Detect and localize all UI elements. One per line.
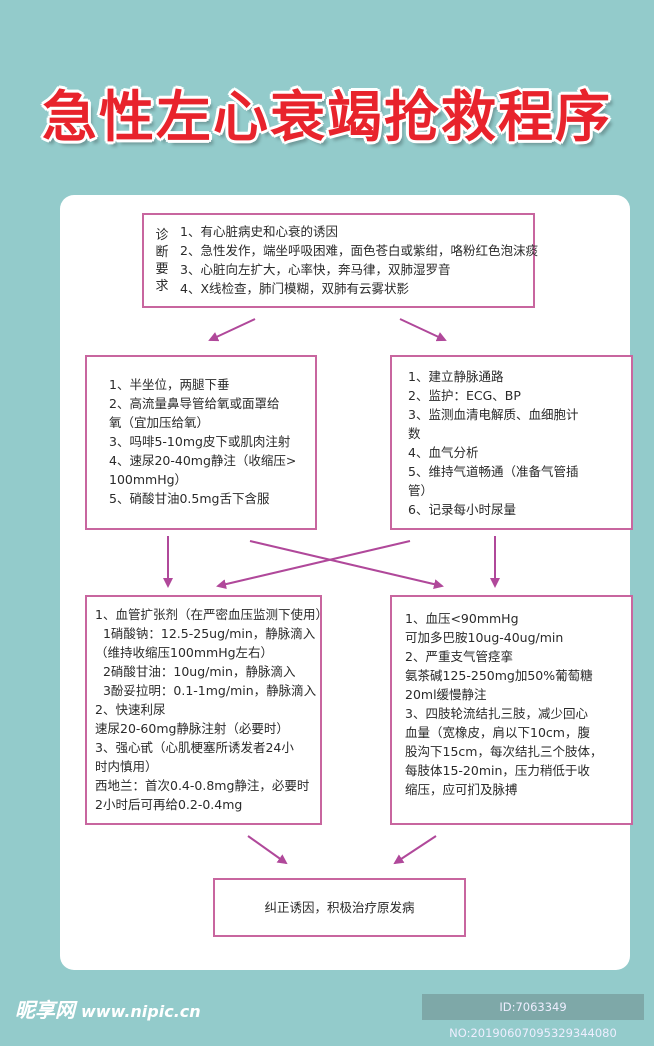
image-id: ID:7063349 NO:20190607095329344080 <box>422 994 644 1040</box>
text-line: 1、血压<90mmHg <box>405 611 519 626</box>
text-line: 每肢体15-20min，压力稍低于收 <box>405 763 590 778</box>
text-line: 3、心脏向左扩大，心率快，奔马律，双肺湿罗音 <box>180 262 451 277</box>
text-line: 3、强心甙（心肌梗塞所诱发者24小 <box>95 740 294 755</box>
final-box: 纠正诱因，积极治疗原发病 <box>213 878 466 937</box>
text-line: 3、四肢轮流结扎三肢，减少回心 <box>405 706 588 721</box>
text-line: （维持收缩压100mmHg左右） <box>95 645 274 660</box>
diagnosis-label-char: 求 <box>155 279 169 294</box>
diagnosis-label: 诊断要求 <box>154 227 170 295</box>
text-line: 氨茶碱125-250mg加50%葡萄糖 <box>405 668 593 683</box>
text-line: 6、记录每小时尿量 <box>408 502 516 517</box>
diagnosis-label-char: 诊 <box>155 228 169 243</box>
step1-left-box: 1、半坐位，两腿下垂 2、高流量鼻导管给氧或面罩给氧（宜加压给氧） 3、吗啡5-10… <box>85 355 317 530</box>
text-line: 1、血管扩张剂（在严密血压监测下使用） <box>95 607 328 622</box>
watermark-logo-text: 昵享网 <box>15 998 75 1022</box>
flow-arrows <box>163 318 500 865</box>
text-line: 2、急性发作，端坐呼吸困难，面色苍白或紫绀，咯粉红色泡沫痰 <box>180 243 538 258</box>
text-line: 股沟下15cm，每次结扎三个肢体， <box>405 744 603 759</box>
page-title: 急性左心衰竭抢救程序 <box>41 85 612 149</box>
text-line: 2硝酸甘油：10ug/min，静脉滴入 <box>95 664 296 679</box>
watermark-logo: 昵享网 www.nipic.cn <box>15 994 201 1023</box>
arrow-cross-right-to-left <box>216 540 411 590</box>
diagnosis-box: 诊断要求 1、有心脏病史和心衰的诱因 2、急性发作，端坐呼吸困难，面色苍白或紫绀，… <box>142 213 538 308</box>
diagnosis-label-char: 断 <box>155 245 169 260</box>
final-text: 纠正诱因，积极治疗原发病 <box>264 900 415 915</box>
text-line: 5、维持气道畅通（准备气管插 <box>408 464 579 479</box>
text-line: 缩压，应可扪及脉搏 <box>405 782 518 797</box>
text-line: 3、吗啡5-10mg皮下或肌肉注射 <box>109 434 291 449</box>
text-line: 20ml缓慢静注 <box>405 687 487 702</box>
text-line: 3、监测血清电解质、血细胞计 <box>408 407 579 422</box>
text-line: 1硝酸钠：12.5-25ug/min，静脉滴入 <box>95 626 316 641</box>
text-line: 4、血气分析 <box>408 445 479 460</box>
text-line: 血量（宽橡皮，肩以下10cm，腹 <box>405 725 590 740</box>
text-line: 1、建立静脉通路 <box>408 369 504 384</box>
arrow-diag-to-left <box>208 318 256 342</box>
text-line: 数 <box>408 426 421 441</box>
text-line: 管） <box>408 483 434 498</box>
text-line: 速尿20-60mg静脉注射（必要时） <box>95 721 289 736</box>
text-line: 氧（宜加压给氧） <box>109 415 210 430</box>
text-line: 5、硝酸甘油0.5mg舌下含服 <box>109 491 270 506</box>
arrow-cross-left-to-right <box>249 540 444 590</box>
text-line: 2、快速利尿 <box>95 702 166 717</box>
text-line: 2、监护：ECG、BP <box>408 388 521 403</box>
text-line: 1、有心脏病史和心衰的诱因 <box>180 224 338 239</box>
text-line: 4、速尿20-40mg静注（收缩压> <box>109 453 297 468</box>
text-line: 2、高流量鼻导管给氧或面罩给 <box>109 396 280 411</box>
text-line: 2小时后可再给0.2-0.4mg <box>95 797 243 812</box>
text-line: 西地兰：首次0.4-0.8mg静注，必要时 <box>95 778 310 793</box>
arrow-right-to-final <box>393 835 437 865</box>
text-line: 100mmHg） <box>109 472 188 487</box>
arrow-left-to-final <box>247 835 288 865</box>
text-line: 4、X线检查，肺门模糊，双肺有云雾状影 <box>180 281 410 296</box>
step2-left-box: 1、血管扩张剂（在严密血压监测下使用） 1硝酸钠：12.5-25ug/min，静… <box>85 595 328 825</box>
text-line: 可加多巴胺10ug-40ug/min <box>405 630 564 645</box>
step2-right-box: 1、血压<90mmHg 可加多巴胺10ug-40ug/min 2、严重支气管痉挛氨茶… <box>390 595 633 825</box>
diagnosis-label-char: 要 <box>155 262 169 277</box>
text-line: 2、严重支气管痉挛 <box>405 649 513 664</box>
text-line: 3酚妥拉明：0.1-1mg/min，静脉滴入 <box>95 683 317 698</box>
arrow-diag-to-right <box>399 318 447 342</box>
step1-right-box: 1、建立静脉通路 2、监护：ECG、BP 3、监测血清电解质、血细胞计数 4、血气分析… <box>390 355 633 530</box>
text-line: 1、半坐位，两腿下垂 <box>109 377 230 392</box>
watermark-url: www.nipic.cn <box>81 1002 201 1021</box>
text-line: 时内慎用） <box>95 759 158 774</box>
content-panel <box>60 195 630 970</box>
